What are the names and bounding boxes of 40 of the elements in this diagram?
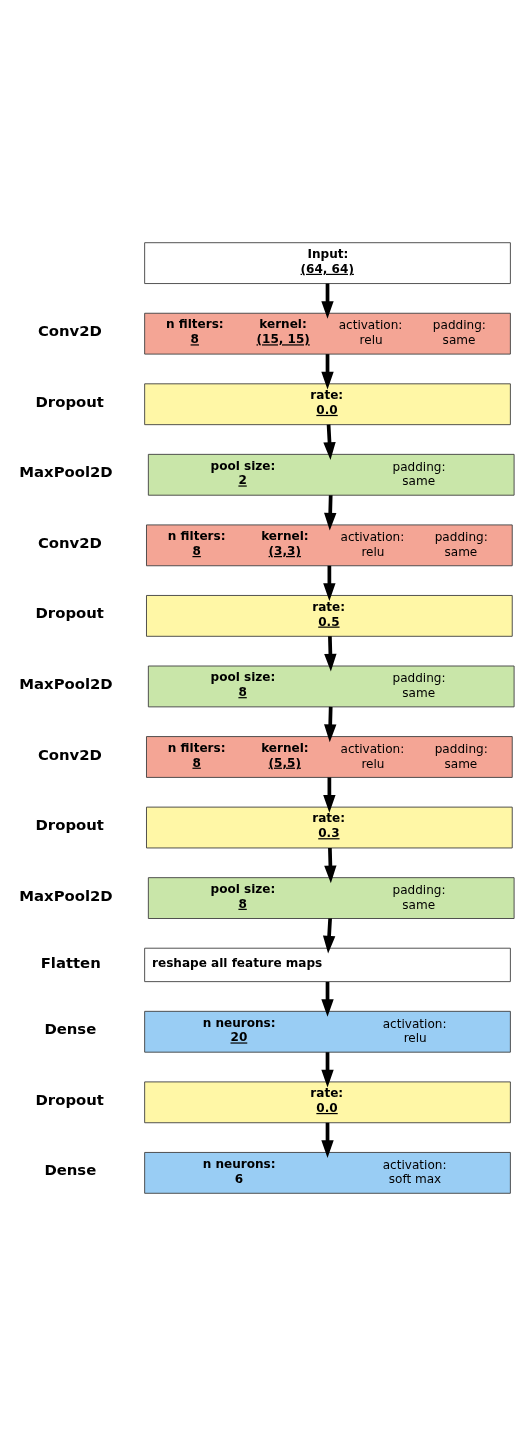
- node-box: rate: 0.0: [144, 1080, 511, 1123]
- arrow: [321, 283, 334, 319]
- node-label: Dropout: [35, 815, 104, 834]
- node-label: Dropout: [35, 603, 104, 622]
- arrow: [323, 565, 336, 601]
- node-label: Conv2D: [37, 533, 102, 552]
- node-box: pool size: padding: 8 same: [147, 876, 515, 919]
- node-box: n filters: kernel: activation: padding: 8 (15, 15) relu same: [144, 312, 511, 355]
- arrow: [321, 1122, 334, 1158]
- node-label: MaxPool2D: [19, 886, 113, 905]
- node-label: MaxPool2D: [19, 462, 113, 481]
- arrow: [324, 494, 337, 530]
- arrow: [324, 847, 337, 883]
- node-box: n neurons: activation: 6 soft max: [144, 1151, 511, 1194]
- arrow: [324, 635, 337, 672]
- node-label: Conv2D: [37, 321, 102, 340]
- arrow: [321, 1051, 334, 1087]
- arrow: [321, 981, 334, 1017]
- node-label: Dense: [44, 1019, 97, 1038]
- arrow: [324, 706, 337, 742]
- arrow: [323, 424, 336, 460]
- node-label: Dense: [44, 1160, 97, 1179]
- node-box: rate: 0.0: [144, 382, 511, 425]
- arrow: [321, 353, 334, 389]
- node-box: pool size: padding: 2 same: [147, 453, 515, 496]
- node-box: n neurons: activation: 20 relu: [144, 1010, 511, 1053]
- node-box: n filters: kernel: activation: padding: 8 (3,3) relu same: [146, 523, 513, 566]
- node-box: Input: (64, 64): [144, 241, 511, 284]
- node-box: n filters: kernel: activation: padding: 8 (5,5) relu same: [146, 735, 513, 778]
- node-label: MaxPool2D: [19, 674, 113, 693]
- arrow: [322, 917, 336, 954]
- node-box: reshape all feature maps: [144, 947, 511, 982]
- node-box: pool size: padding: 8 same: [147, 665, 515, 707]
- arrow: [323, 776, 336, 813]
- node-label: Flatten: [40, 953, 101, 972]
- node-box: rate: 0.5: [146, 594, 513, 637]
- node-label: Dropout: [35, 1090, 104, 1109]
- node-label: Dropout: [35, 392, 104, 411]
- node-box: rate: 0.3: [146, 806, 513, 848]
- node-label: Conv2D: [37, 745, 102, 764]
